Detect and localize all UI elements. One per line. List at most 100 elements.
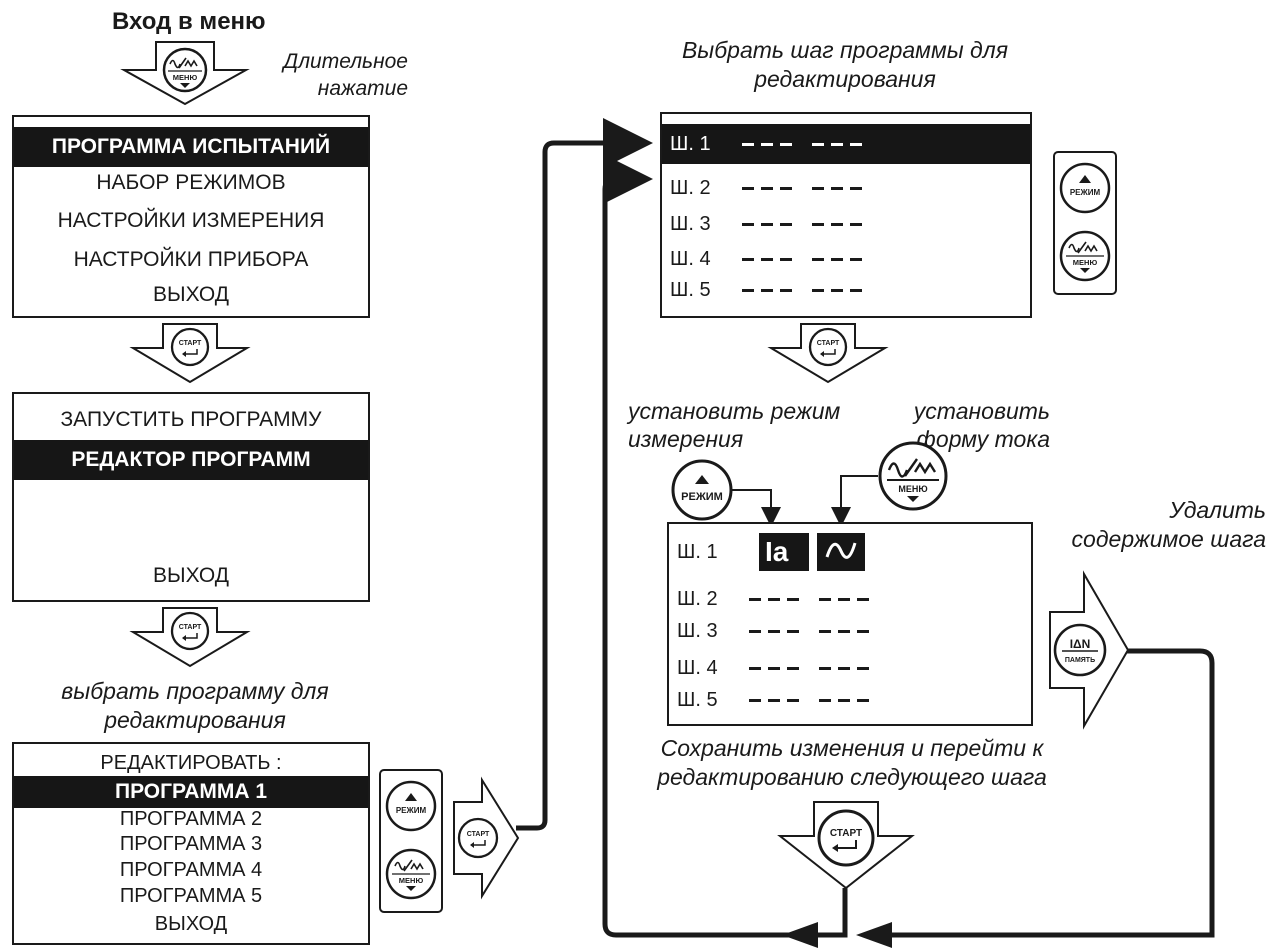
step-label: Ш. 5 (677, 689, 718, 711)
empty-waveform-dash (812, 187, 862, 190)
start-arrow-1[interactable]: СТАРТ (128, 322, 252, 384)
menu-item-test-program[interactable]: ПРОГРАММА ИСПЫТАНИЙ (14, 127, 368, 167)
empty-mode-dash (742, 187, 792, 190)
empty-waveform-dash (819, 699, 869, 702)
svg-text:МЕНЮ: МЕНЮ (898, 484, 927, 494)
empty-mode-dash (749, 630, 799, 633)
svg-text:СТАРТ: СТАРТ (179, 340, 202, 347)
svg-text:РЕЖИМ: РЕЖИМ (681, 491, 723, 503)
connector-waveform-to-sine (831, 475, 878, 527)
waveform-value-cell[interactable] (817, 533, 865, 571)
step-row-2[interactable]: Ш. 2 (662, 168, 1030, 208)
menu-item-program-editor[interactable]: РЕДАКТОР ПРОГРАММ (14, 440, 368, 480)
svg-text:IΔN: IΔN (1070, 637, 1091, 651)
svg-text:ПАМЯТЬ: ПАМЯТЬ (1065, 657, 1095, 664)
set-waveform-note: установить форму тока (913, 398, 1050, 452)
menu-item-device-settings[interactable]: НАСТРОЙКИ ПРИБОРА (73, 248, 309, 271)
waveform-button[interactable]: МЕНЮ (877, 440, 949, 512)
start-arrow-2[interactable]: СТАРТ (128, 606, 252, 668)
svg-text:СТАРТ: СТАРТ (179, 624, 202, 631)
step-label: Ш. 1 (677, 541, 718, 563)
empty-mode-dash (749, 667, 799, 670)
step-label: Ш. 2 (677, 588, 718, 610)
empty-waveform-dash (812, 143, 862, 146)
menu-down-button-icon[interactable]: МЕНЮ (385, 848, 437, 900)
step-label: Ш. 2 (670, 177, 711, 199)
select-program-note: выбрать программу для редактирования (61, 678, 329, 733)
step-editor-row-4[interactable]: Ш. 4 (669, 648, 1031, 688)
menu-button-icon: МЕНЮ (162, 47, 208, 93)
step-editor-row-1[interactable]: Ш. 1 Ia (669, 532, 1031, 572)
menu-item-program-3[interactable]: ПРОГРАММА 3 (119, 833, 263, 855)
empty-mode-dash (749, 699, 799, 702)
step-row-5[interactable]: Ш. 5 (662, 270, 1030, 310)
step-label: Ш. 1 (670, 133, 711, 155)
idn-memory-icon: IΔN ПАМЯТЬ (1053, 623, 1107, 677)
menu-item-exit[interactable]: ВЫХОД (152, 283, 229, 306)
empty-mode-dash (742, 223, 792, 226)
step-row-1[interactable]: Ш. 1 (662, 124, 1030, 164)
mode-up-button-icon[interactable]: РЕЖИМ (385, 780, 437, 832)
waveform-menu-icon: МЕНЮ (878, 441, 948, 511)
mode-value-cell[interactable]: Ia (759, 533, 809, 571)
nav-buttons-top: РЕЖИМ МЕНЮ (1053, 151, 1117, 295)
step-row-4[interactable]: Ш. 4 (662, 239, 1030, 279)
step-label: Ш. 3 (677, 620, 718, 642)
mode-button[interactable]: РЕЖИМ (670, 458, 734, 522)
menu-long-press-arrow[interactable]: МЕНЮ (118, 40, 252, 106)
step-editor-row-2[interactable]: Ш. 2 (669, 579, 1031, 619)
mode-up-button-icon[interactable]: РЕЖИМ (1059, 162, 1111, 214)
start-button-icon: СТАРТ (457, 817, 499, 859)
empty-waveform-dash (812, 258, 862, 261)
start-button-icon: СТАРТ (170, 327, 210, 367)
start-arrow-3[interactable]: СТАРТ (766, 322, 890, 384)
menu-item-run-program[interactable]: ЗАПУСТИТЬ ПРОГРАММУ (60, 408, 322, 431)
menu-item-mode-set[interactable]: НАБОР РЕЖИМОВ (96, 171, 286, 194)
empty-waveform-dash (819, 598, 869, 601)
delete-step-arrow[interactable]: IΔN ПАМЯТЬ (1048, 570, 1130, 730)
start-button-icon: СТАРТ (817, 809, 875, 867)
menu-item-program-1[interactable]: ПРОГРАММА 1 (14, 776, 368, 808)
sine-icon (825, 542, 857, 559)
connector-loop-to-step2 (602, 154, 848, 938)
svg-text:МЕНЮ: МЕНЮ (399, 876, 424, 885)
menu-item-exit[interactable]: ВЫХОД (152, 564, 229, 587)
menu-item-measure-settings[interactable]: НАСТРОЙКИ ИЗМЕРЕНИЯ (57, 209, 325, 232)
program-menu: ЗАПУСТИТЬ ПРОГРАММУ РЕДАКТОР ПРОГРАММ ВЫ… (12, 392, 370, 602)
svg-text:СТАРТ: СТАРТ (467, 831, 490, 838)
menu-item-program-4[interactable]: ПРОГРАММА 4 (119, 859, 263, 881)
long-press-note: Длительное нажатие (283, 50, 408, 100)
svg-text:СТАРТ: СТАРТ (817, 340, 840, 347)
menu-item-program-2[interactable]: ПРОГРАММА 2 (119, 808, 263, 830)
step-label: Ш. 4 (677, 657, 718, 679)
svg-text:МЕНЮ: МЕНЮ (173, 73, 198, 82)
step-editor-row-5[interactable]: Ш. 5 (669, 680, 1031, 720)
empty-mode-dash (742, 143, 792, 146)
svg-text:РЕЖИМ: РЕЖИМ (396, 806, 427, 815)
empty-mode-dash (749, 598, 799, 601)
arrowhead-bottom-2 (856, 922, 892, 948)
start-arrow-right[interactable]: СТАРТ (452, 776, 520, 900)
step-label: Ш. 4 (670, 248, 711, 270)
menu-item-exit[interactable]: ВЫХОД (154, 913, 228, 935)
menu-item-program-5[interactable]: ПРОГРАММА 5 (119, 885, 263, 907)
main-menu: ПРОГРАММА ИСПЫТАНИЙ НАБОР РЕЖИМОВ НАСТРО… (12, 115, 370, 318)
start-button-icon: СТАРТ (808, 327, 848, 367)
start-arrow-big[interactable]: СТАРТ (776, 800, 916, 890)
set-mode-note: установить режим измерения (628, 398, 841, 452)
step-editor: Ш. 1 Ia Ш. 2 Ш. 3 Ш. 4 Ш. 5 (667, 522, 1033, 726)
edit-program-menu: РЕДАКТИРОВАТЬ : ПРОГРАММА 1 ПРОГРАММА 2 … (12, 742, 370, 945)
edit-menu-header: РЕДАКТИРОВАТЬ : (100, 752, 282, 774)
step-editor-row-3[interactable]: Ш. 3 (669, 611, 1031, 651)
start-button-icon: СТАРТ (170, 611, 210, 651)
mode-up-icon: РЕЖИМ (671, 459, 733, 521)
menu-down-button-icon[interactable]: МЕНЮ (1059, 230, 1111, 282)
select-step-note: Выбрать шаг программы для редактирования (681, 37, 1009, 92)
connector-edit-to-steps (516, 118, 653, 831)
connector-delete-loop (880, 648, 1215, 938)
svg-text:РЕЖИМ: РЕЖИМ (1070, 188, 1101, 197)
step-row-3[interactable]: Ш. 3 (662, 204, 1030, 244)
arrowhead-bottom-1 (782, 922, 818, 948)
save-step-note: Сохранить изменения и перейти к редактир… (657, 735, 1047, 790)
